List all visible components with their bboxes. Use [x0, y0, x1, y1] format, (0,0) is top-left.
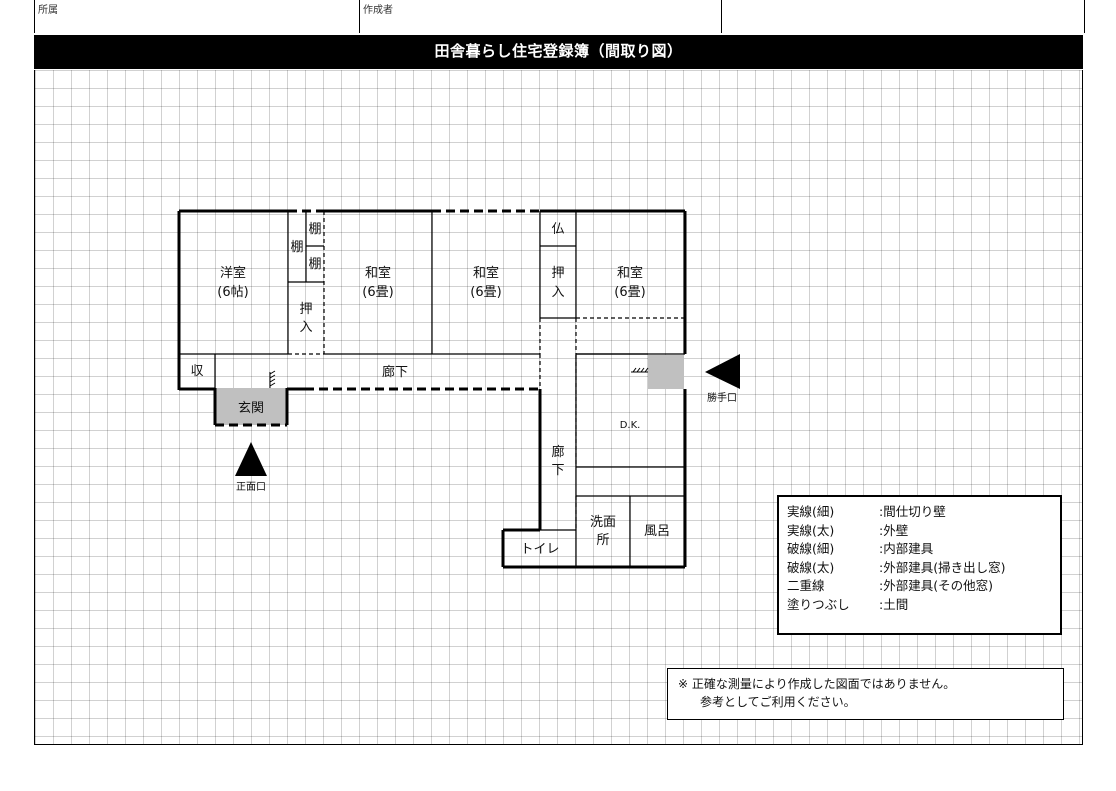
kitchen-step-mark: [631, 367, 649, 373]
disclaimer-note: ※ 正確な測量により作成した図面ではありません。 参考としてご利用ください。: [667, 668, 1064, 720]
legend-row: 二重線:外部建具(その他窓): [787, 578, 993, 593]
affiliation-label: 所属: [38, 5, 58, 16]
room-washitsu-1-size: (6畳): [362, 285, 393, 300]
room-dk: D.K.: [620, 420, 641, 431]
room-washitsu-3-size: (6畳): [614, 285, 645, 300]
legend-row: 実線(細):間仕切り壁: [787, 504, 946, 519]
hallway-2-bottom: 下: [551, 463, 564, 478]
genkan-doma-fill: [215, 388, 287, 425]
bathroom: 風呂: [644, 524, 670, 539]
room-washitsu-2: 和室: [473, 265, 499, 281]
toilet: トイレ: [520, 542, 559, 557]
room-washitsu-2-size: (6畳): [470, 285, 501, 300]
legend-row: 破線(細):内部建具: [787, 541, 934, 556]
genkan-step-mark: [269, 370, 276, 388]
disclaimer-line-1: ※ 正確な測量により作成した図面ではありません。: [678, 677, 956, 691]
tana-2: 棚: [290, 240, 303, 255]
oshiire-2-top: 押: [551, 266, 564, 281]
room-yoshitsu-size: (6帖): [217, 285, 248, 300]
kitchen-entrance-arrow-icon: [705, 354, 740, 389]
oshiire-1-bottom: 入: [299, 320, 312, 335]
main-entrance-arrow-icon: [235, 442, 267, 476]
oshiire-1-top: 押: [299, 302, 312, 317]
oshiire-2-bottom: 入: [551, 285, 564, 300]
tana-1: 棚: [308, 222, 321, 237]
tana-3: 棚: [308, 257, 321, 272]
affiliation-cell: 所属: [34, 0, 359, 33]
kitchen-entrance-label: 勝手口: [707, 391, 737, 404]
washroom-top: 洗面: [590, 515, 616, 530]
author-label: 作成者: [363, 5, 393, 16]
legend-row: 実線(太):外壁: [787, 522, 909, 538]
butsudan: 仏: [551, 222, 564, 237]
storage: 収: [190, 364, 203, 379]
washroom-bottom: 所: [596, 533, 609, 548]
legend-row: 破線(太):外部建具(掃き出し窓): [787, 559, 1006, 575]
author-cell: 作成者: [359, 0, 722, 33]
room-yoshitsu: 洋室: [220, 265, 246, 281]
blank-cell: [721, 0, 1085, 33]
hallway-2-top: 廊: [551, 444, 564, 460]
sheet-title: 田舎暮らし住宅登録簿（間取り図）: [34, 35, 1083, 69]
legend-row: 塗りつぶし:土間: [787, 596, 909, 612]
room-washitsu-1: 和室: [365, 265, 391, 281]
genkan: 玄関: [238, 401, 264, 416]
internal-fittings: [288, 211, 685, 568]
room-washitsu-3: 和室: [617, 265, 643, 281]
kitchen-doma-fill: [648, 355, 684, 389]
disclaimer-line-2: 参考としてご利用ください。: [700, 695, 856, 709]
hallway: 廊下: [382, 364, 408, 380]
main-entrance-label: 正面口: [236, 482, 266, 493]
legend: 実線(細):間仕切り壁 実線(太):外壁 破線(細):内部建具 破線(太):外部…: [777, 495, 1062, 635]
